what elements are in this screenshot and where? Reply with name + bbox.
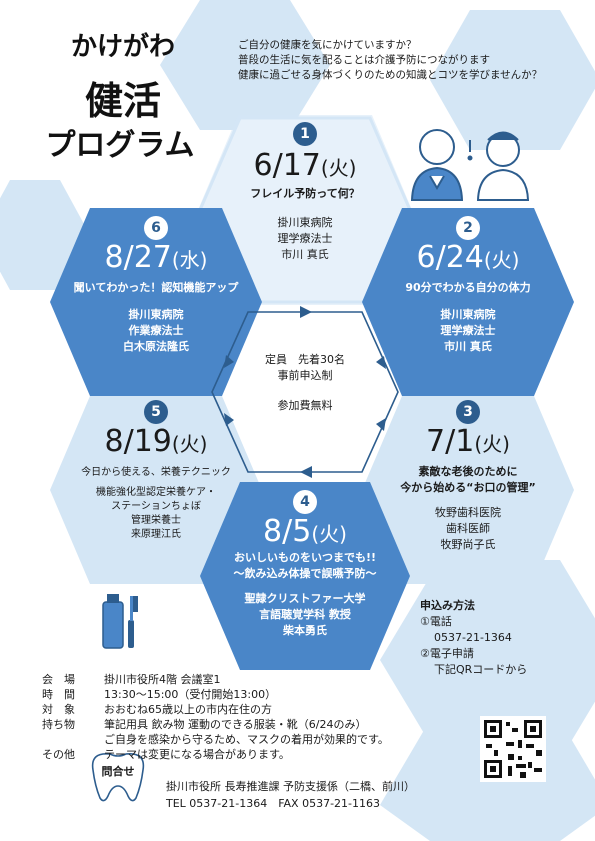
- apply-section: 申込み方法 ①電話 0537-21-1364 ②電子申請 下記QRコードから: [420, 598, 527, 678]
- title-line3: プログラム: [45, 128, 195, 163]
- info-row: 会 場掛川市役所4階 会議室1: [42, 673, 221, 686]
- decor-hex-top: [160, 0, 330, 130]
- contact-label: 問合せ: [101, 765, 135, 778]
- session-number: 1: [293, 122, 317, 146]
- reservation-text: 事前申込制: [277, 369, 333, 382]
- intro-text: ご自分の健康を気にかけていますか？ 普段の生活に気を配ることは介護予防につながり…: [238, 38, 542, 83]
- session-topic: 今日から使える、栄養テクニック: [81, 467, 231, 478]
- phone-number[interactable]: 0537-21-1364: [434, 631, 512, 644]
- arrow-icon: [300, 306, 312, 318]
- session-date: 8/19(火): [104, 424, 208, 459]
- capacity-text: 定員 先着30名: [265, 353, 345, 366]
- session-lecturer: 掛川東病院 理学療法士 市川 真氏: [277, 216, 333, 261]
- session-number: 6: [144, 216, 168, 240]
- decor-hex-apply: [380, 560, 595, 760]
- center-hex-outline: [211, 311, 399, 473]
- decor-hex-right-top: [430, 10, 595, 150]
- phone-label: ①電話: [420, 615, 452, 628]
- session-lecturer: 聖隷クリストファー大学 言語聴覚学科 教授 柴本勇氏: [244, 592, 366, 637]
- center-info: 定員 先着30名 事前申込制 参加費無料: [230, 352, 380, 414]
- session-topic: 90分でわかる自分の体力: [405, 281, 531, 294]
- session-number: 5: [144, 400, 168, 424]
- session-lecturer: 牧野歯科医院 歯科医師 牧野尚子氏: [435, 506, 501, 551]
- web-note: 下記QRコードから: [434, 663, 528, 676]
- intro-line: ご自分の健康を気にかけていますか？: [238, 39, 417, 51]
- session-date: 8/5(火): [263, 514, 347, 549]
- hex-session-1-tint: [198, 115, 412, 305]
- session-number: 2: [456, 216, 480, 240]
- session-date: 8/27(水): [104, 240, 208, 275]
- hex-session-2: [362, 208, 574, 396]
- hex-session-6: [50, 208, 262, 396]
- arrow-icon: [300, 466, 312, 478]
- fee-text: 参加費無料: [277, 399, 333, 412]
- qr-code-icon[interactable]: [480, 716, 546, 782]
- session-date: 6/17(火): [253, 148, 357, 183]
- contact-phone-fax[interactable]: TEL 0537-21-1364 FAX 0537-21-1163: [166, 797, 381, 810]
- info-row: その他テーマは変更になる場合があります。: [42, 748, 290, 761]
- session-topic-2: ～飲み込み体操で誤嚥予防～: [233, 567, 377, 580]
- arrow-icon: [376, 356, 386, 369]
- info-row: 対 象おおむね65歳以上の市内在住の方: [42, 703, 272, 716]
- session-2: 2 6/24(火) 90分でわかる自分の体力 掛川東病院 理学療法士 市川 真氏: [362, 216, 574, 355]
- hex-session-5: [50, 396, 262, 584]
- title-line2: 健活: [84, 79, 161, 123]
- session-date: 6/24(火): [416, 240, 520, 275]
- tooth-icon: [91, 753, 145, 802]
- contact-office: 掛川市役所 長寿推進課 予防支援係（二橋、前川）: [166, 780, 415, 793]
- session-3: 3 7/1(火) 素敵な老後のために 今から始める“お口の管理” 牧野歯科医院 …: [362, 400, 574, 553]
- people-illustration-icon: [410, 129, 530, 201]
- title-line1: かけがわ: [70, 32, 175, 62]
- session-number: 4: [293, 490, 317, 514]
- session-topic: 聞いてわかった！認知機能アップ: [73, 281, 239, 294]
- toothbrush-icon: [102, 594, 138, 649]
- hex-session-4: [200, 482, 410, 670]
- arrow-icon: [224, 355, 234, 368]
- session-topic: 素敵な老後のために: [418, 465, 518, 478]
- session-4: 4 8/5(火) おいしいものをいつまでも!! ～飲み込み体操で誤嚥予防～ 聖隷…: [200, 490, 410, 639]
- session-date: 7/1(火): [426, 424, 510, 459]
- session-topic-2: 今から始める“お口の管理”: [400, 481, 536, 494]
- session-5: 5 8/19(火) 今日から使える、栄養テクニック 機能強化型認定栄養ケア・ ス…: [50, 400, 262, 542]
- arrow-icon: [376, 418, 386, 431]
- session-number: 3: [456, 400, 480, 424]
- intro-line: 普段の生活に気を配ることは介護予防につながります: [238, 54, 490, 66]
- session-lecturer: 機能強化型認定栄養ケア・ ステーションちょぼ 管理栄養士 来原理江氏: [96, 487, 216, 540]
- apply-title: 申込み方法: [420, 599, 475, 612]
- session-lecturer: 掛川東病院 作業療法士 白木原法隆氏: [123, 308, 189, 353]
- session-lecturer: 掛川東病院 理学療法士 市川 真氏: [440, 308, 496, 353]
- session-1: 1 6/17(火) フレイル予防って何？ 掛川東病院 理学療法士 市川 真氏: [200, 122, 410, 263]
- session-topic: おいしいものをいつまでも!!: [233, 551, 377, 564]
- session-topic: フレイル予防って何？: [250, 187, 360, 200]
- hex-session-3: [362, 396, 574, 584]
- info-row: ご自身を感染から守るため、マスクの着用が効果的です。: [104, 733, 389, 746]
- contact-info: 掛川市役所 長寿推進課 予防支援係（二橋、前川） TEL 0537-21-136…: [166, 778, 415, 812]
- arrow-icon: [224, 413, 234, 426]
- web-label: ②電子申請: [420, 647, 474, 660]
- intro-line: 健康に過ごせる身体づくりのための知識とコツを学びませんか？: [238, 69, 543, 81]
- session-6: 6 8/27(水) 聞いてわかった！認知機能アップ 掛川東病院 作業療法士 白木…: [50, 216, 262, 355]
- info-row: 持ち物筆記用具 飲み物 運動のできる服装・靴（6/24のみ）: [42, 718, 367, 731]
